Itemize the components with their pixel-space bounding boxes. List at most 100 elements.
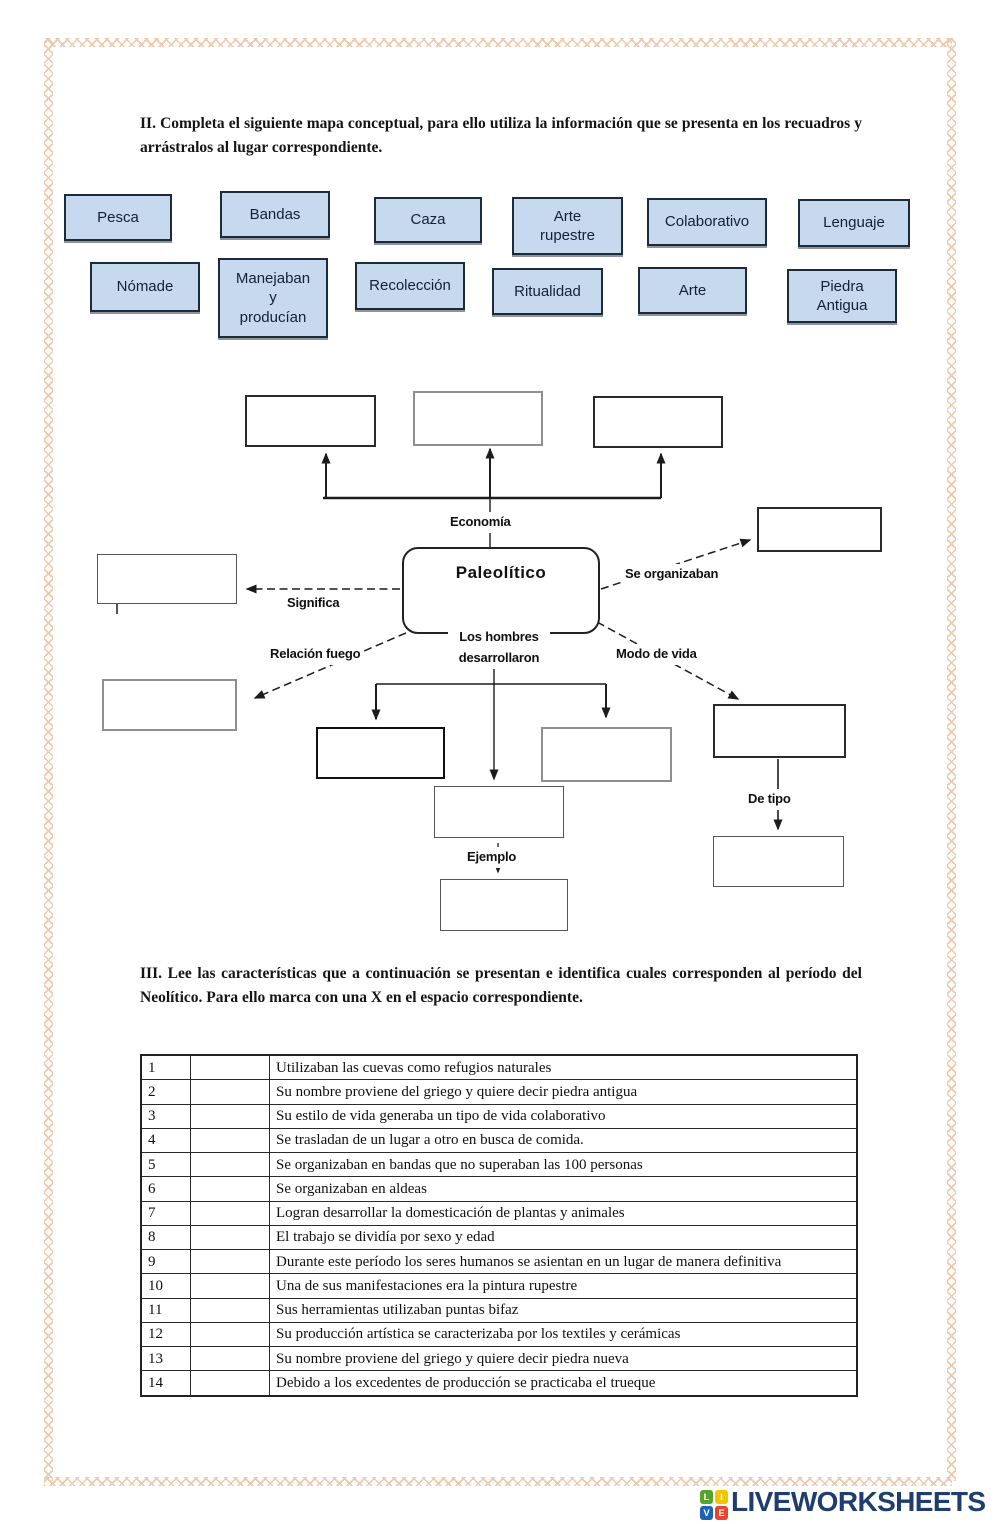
answer-cell[interactable] [190,1273,270,1299]
label-relacion-fuego: Relación fuego [267,644,364,665]
frame-top-border [44,38,952,47]
answer-cell[interactable] [190,1176,270,1202]
answer-cell[interactable] [190,1370,270,1396]
drop-box-relacion-fuego[interactable] [102,679,237,731]
row-text: Se trasladan de un lugar a otro en busca… [269,1127,858,1154]
row-text: Su nombre proviene del griego y quiere d… [269,1079,858,1105]
answer-cell[interactable] [190,1200,270,1226]
table-row: 8 El trabajo se dividía por sexo y edad [140,1224,858,1251]
answer-cell[interactable] [190,1054,270,1081]
row-text: Utilizaban las cuevas como refugios natu… [269,1054,858,1081]
drop-box-economia-1[interactable] [245,395,376,447]
answer-cell[interactable] [190,1297,270,1323]
row-text: Sus herramientas utilizaban puntas bifaz [269,1297,858,1323]
answer-cell[interactable] [190,1151,270,1178]
answer-cell[interactable] [190,1079,270,1105]
answer-cell[interactable] [190,1321,270,1348]
logo-tile-e: E [715,1506,728,1520]
chip-pesca[interactable]: Pesca [64,194,172,241]
drop-box-desarrollaron-centro[interactable] [434,786,564,838]
row-number: 8 [140,1224,191,1251]
table-row: 4 Se trasladan de un lugar a otro en busc… [140,1127,858,1154]
row-text: Su nombre proviene del griego y quiere d… [269,1345,858,1372]
answer-cell[interactable] [190,1224,270,1251]
drop-box-significa[interactable] [97,554,237,604]
label-economia: Economía [447,512,514,533]
row-number: 6 [140,1176,191,1202]
answer-cell[interactable] [190,1127,270,1154]
row-text: Una de sus manifestaciones era la pintur… [269,1273,858,1299]
chip-colaborativo[interactable]: Colaborativo [647,198,767,246]
label-los-hombres-desarrollaron: Los hombres desarrollaron [448,627,550,669]
row-number: 4 [140,1127,191,1154]
table-row: 9 Durante este período los seres humanos … [140,1248,858,1275]
drop-box-se-organizaban[interactable] [757,507,882,552]
label-de-tipo: De tipo [745,789,794,810]
table-row: 12 Su producción artística se caracteriza… [140,1321,858,1348]
chip-ritualidad[interactable]: Ritualidad [492,268,603,315]
table-row: 14 Debido a los excedentes de producción … [140,1370,858,1396]
row-number: 11 [140,1297,191,1323]
chip-bandas[interactable]: Bandas [220,191,330,238]
frame-left-border [44,38,53,1481]
drop-box-de-tipo[interactable] [713,836,844,887]
concept-map-center-node: Paleolítico [402,547,600,634]
row-number: 5 [140,1151,191,1178]
table-row: 11 Sus herramientas utilizaban puntas bif… [140,1297,858,1323]
table-row: 5 Se organizaban en bandas que no superab… [140,1151,858,1178]
drop-box-economia-2[interactable] [413,391,543,446]
row-number: 3 [140,1103,191,1129]
section3-heading: III. Lee las características que a conti… [140,965,862,1007]
label-se-organizaban: Se organizaban [622,564,722,585]
row-text: El trabajo se dividía por sexo y edad [269,1224,858,1251]
section2-heading: II. Completa el siguiente mapa conceptua… [140,115,862,157]
row-number: 13 [140,1345,191,1372]
table-row: 2 Su nombre proviene del griego y quiere … [140,1079,858,1105]
table-row: 3 Su estilo de vida generaba un tipo de v… [140,1103,858,1129]
table-row: 13 Su nombre proviene del griego y quiere… [140,1345,858,1372]
frame-right-border [947,38,956,1481]
row-text: Su estilo de vida generaba un tipo de vi… [269,1103,858,1129]
answer-cell[interactable] [190,1103,270,1129]
table-row: 6 Se organizaban en aldeas [140,1176,858,1202]
liveworksheets-icon: L I V E [700,1490,728,1520]
row-number: 9 [140,1248,191,1275]
row-number: 1 [140,1054,191,1081]
drop-box-modo-de-vida[interactable] [713,704,846,758]
row-text: Debido a los excedentes de producción se… [269,1370,858,1396]
chip-manejaban[interactable]: Manejaban y producían [218,258,328,338]
characteristics-table: 1 Utilizaban las cuevas como refugios nat… [140,1054,858,1397]
drop-box-ejemplo[interactable] [440,879,568,931]
frame-bottom-border [44,1477,952,1486]
table-row: 1 Utilizaban las cuevas como refugios nat… [140,1054,858,1081]
row-text: Se organizaban en aldeas [269,1176,858,1202]
row-number: 2 [140,1079,191,1105]
row-number: 12 [140,1321,191,1348]
drop-box-economia-3[interactable] [593,396,723,448]
table-row: 10 Una de sus manifestaciones era la pint… [140,1273,858,1299]
chip-caza[interactable]: Caza [374,197,482,243]
row-number: 10 [140,1273,191,1299]
chip-recoleccion[interactable]: Recolección [355,262,465,310]
row-text: Se organizaban en bandas que no superaba… [269,1151,858,1178]
row-text: Durante este período los seres humanos s… [269,1248,858,1275]
label-significa: Significa [284,593,343,614]
label-modo-de-vida: Modo de vida [613,644,700,665]
drop-box-desarrollaron-1[interactable] [316,727,445,779]
answer-cell[interactable] [190,1345,270,1372]
brand-wordmark: LIVEWORKSHEETS [731,1486,986,1517]
chip-arte-rupestre[interactable]: Arte rupestre [512,197,623,255]
chip-arte[interactable]: Arte [638,267,747,314]
chip-lenguaje[interactable]: Lenguaje [798,199,910,247]
row-number: 7 [140,1200,191,1226]
chip-nomade[interactable]: Nómade [90,262,200,312]
label-ejemplo: Ejemplo [464,847,520,868]
logo-tile-i: I [715,1490,728,1504]
drop-box-desarrollaron-2[interactable] [541,727,672,782]
answer-cell[interactable] [190,1248,270,1275]
chip-piedra-antigua[interactable]: Piedra Antigua [787,269,897,323]
row-number: 14 [140,1370,191,1396]
row-text: Su producción artística se caracterizaba… [269,1321,858,1348]
